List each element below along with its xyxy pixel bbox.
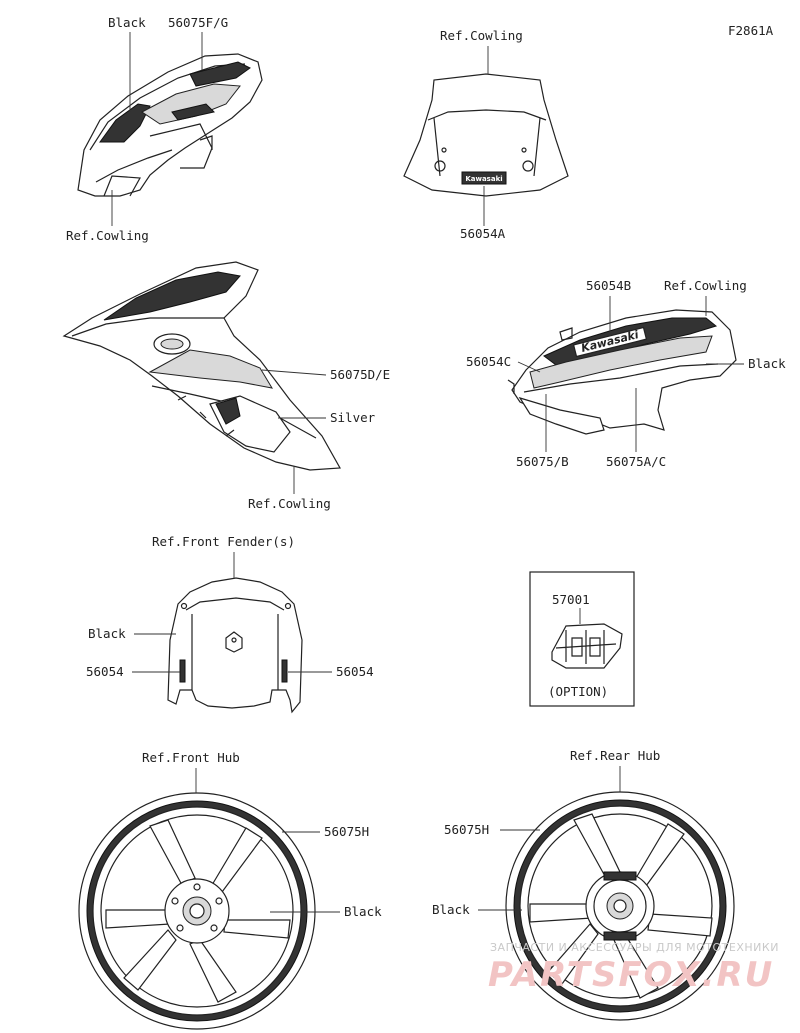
- side-cowl-left-drawing: [62, 261, 341, 471]
- front-wheel-ref-label: Ref.Front Hub: [142, 750, 240, 765]
- option-part-label: 57001: [552, 592, 590, 607]
- side-cowl-right-part-c-label: 56054C: [466, 354, 511, 369]
- leader-side-left-part: [261, 369, 327, 376]
- front-wheel-color-label: Black: [344, 904, 382, 919]
- leader-side-right-c: [517, 361, 541, 373]
- upper-cowl-part-label: 56075F/G: [168, 15, 228, 30]
- side-cowl-right-ref-label: Ref.Cowling: [664, 278, 747, 293]
- windshield-decal-mark: [461, 171, 507, 185]
- windshield-drawing: Kawasaki: [403, 73, 569, 197]
- option-box: [529, 571, 635, 707]
- watermark-site: PARTSFOX.RU: [488, 955, 774, 995]
- front-fender-ref-label: Ref.Front Fender(s): [152, 534, 295, 549]
- front-fender-color-label: Black: [88, 626, 126, 641]
- figure-code: F2861A: [728, 23, 774, 38]
- side-cowl-right-part-75ac-label: 56075A/C: [606, 454, 666, 469]
- rear-wheel-part-label: 56075H: [444, 822, 489, 837]
- front-wheel-drawing: [78, 792, 316, 1030]
- upper-cowl-drawing: [77, 53, 263, 197]
- watermark-tagline: ЗАПЧАСТИ И АКСЕССУАРЫ ДЛЯ МОТОТЕХНИКИ: [490, 941, 779, 954]
- side-cowl-right-part-75b-label: 56075/B: [516, 454, 569, 469]
- rear-wheel-ref-label: Ref.Rear Hub: [570, 748, 660, 763]
- windshield-brand-mark: Kawasaki: [465, 175, 502, 183]
- side-cowl-right-color-label: Black: [748, 356, 786, 371]
- rear-wheel-color-label: Black: [432, 902, 470, 917]
- side-cowl-left-color-label: Silver: [330, 410, 376, 425]
- side-cowl-left-ref-label: Ref.Cowling: [248, 496, 331, 511]
- side-cowl-left-part-label: 56075D/E: [330, 367, 390, 382]
- front-fender-left-part-label: 56054: [86, 664, 124, 679]
- upper-cowl-ref-label: Ref.Cowling: [66, 228, 149, 243]
- front-fender-drawing: [167, 577, 303, 714]
- front-fender-right-part-label: 56054: [336, 664, 374, 679]
- front-wheel-part-label: 56075H: [324, 824, 369, 839]
- upper-cowl-color-label: Black: [108, 15, 146, 30]
- windshield-ref-label: Ref.Cowling: [440, 28, 523, 43]
- side-cowl-right-drawing: Kawasaki: [507, 309, 737, 435]
- option-note-label: (OPTION): [548, 684, 608, 699]
- windshield-part-label: 56054A: [460, 226, 506, 241]
- side-cowl-right-part-b-label: 56054B: [586, 278, 631, 293]
- rear-wheel-drawing: [505, 791, 735, 1021]
